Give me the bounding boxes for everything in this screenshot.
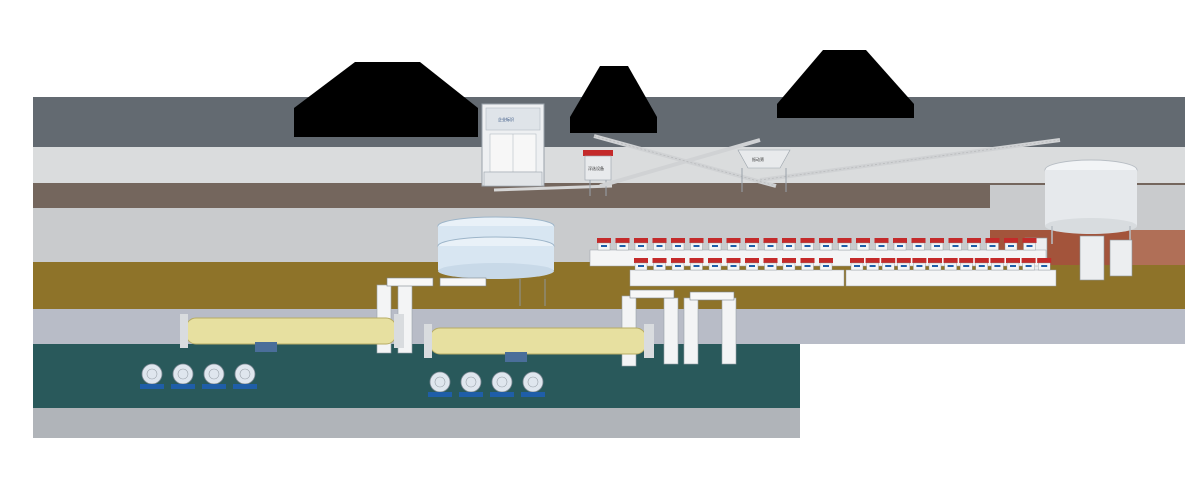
flotation-cell — [911, 238, 926, 251]
flotation-cell — [634, 258, 648, 271]
flotation-cell — [893, 238, 907, 251]
flotation-cell — [967, 238, 981, 251]
flotation-cell — [708, 238, 722, 251]
flotation-cell — [881, 258, 896, 271]
flotation-cell — [1004, 238, 1018, 251]
classifier-units — [140, 363, 545, 397]
flotation-cell — [856, 238, 870, 251]
flotation-cell — [874, 238, 889, 251]
flotation-cell — [634, 238, 648, 251]
flotation-cell — [1022, 238, 1037, 251]
classifier-unit — [140, 363, 164, 389]
flotation-cell — [726, 238, 741, 251]
classifier-unit — [171, 363, 195, 389]
flotation-cell — [763, 238, 778, 251]
band-right-panel — [800, 309, 1185, 344]
flotation-cell — [782, 238, 796, 251]
flotation-cell — [819, 238, 833, 251]
flotation-cell — [763, 258, 778, 271]
ore-pile-middle — [570, 66, 657, 133]
rust-zone-edge — [1130, 230, 1185, 265]
flotation-cell — [912, 258, 927, 271]
flotation-cell — [671, 258, 685, 271]
flotation-cell — [652, 238, 667, 251]
flotation-cell — [850, 258, 864, 271]
distribution-boxes — [386, 277, 735, 301]
flotation-cell — [800, 238, 815, 251]
flotation-cell — [930, 238, 944, 251]
flotation-cell — [800, 258, 815, 271]
flotation-cell — [948, 238, 963, 251]
classifier-unit — [428, 371, 452, 397]
ball-mill-2 — [424, 324, 654, 362]
thickener-tank — [437, 216, 555, 306]
flotation-cell — [708, 258, 722, 271]
flotation-cell — [652, 258, 667, 271]
band-bottom — [33, 408, 800, 438]
flotation-cell — [745, 258, 759, 271]
building-label: 企业标识 — [498, 116, 514, 122]
flotation-cell — [943, 258, 958, 271]
flotation-cell — [985, 238, 1000, 251]
flotation-cell — [597, 238, 611, 251]
conveyor-system — [593, 134, 1061, 188]
machine-label: 浮选设备 — [588, 165, 604, 171]
ball-mill-1 — [180, 314, 404, 352]
screen-label: 振动筛 — [752, 156, 764, 162]
flotation-cell — [689, 238, 704, 251]
flotation-cell — [837, 238, 852, 251]
flotation-cells-lower — [629, 258, 1057, 287]
flotation-cell — [959, 258, 974, 271]
classifier-unit — [521, 371, 545, 397]
classifier-unit — [233, 363, 257, 389]
flotation-cell — [671, 238, 685, 251]
conveyor-bottom — [493, 184, 613, 192]
flotation-cell — [1021, 258, 1036, 271]
classifier-unit — [490, 371, 514, 397]
flotation-cell — [726, 258, 741, 271]
ore-pile-right — [777, 50, 914, 118]
flotation-cell — [928, 258, 942, 271]
flotation-cell — [896, 258, 911, 271]
flotation-cell — [990, 258, 1005, 271]
flotation-cell — [782, 258, 796, 271]
flotation-cell — [974, 258, 989, 271]
flotation-cell — [819, 258, 833, 271]
flotation-cell — [1006, 258, 1020, 271]
flotation-cell — [689, 258, 704, 271]
flotation-cell — [865, 258, 880, 271]
crusher-building: 企业标识 — [481, 103, 545, 187]
ore-pile-left — [294, 62, 478, 137]
flotation-cell — [745, 238, 759, 251]
classifier-unit — [202, 363, 226, 389]
storage-silo — [1044, 159, 1138, 244]
flotation-cell — [615, 238, 630, 251]
band-white-right — [800, 344, 1200, 496]
classifier-unit — [459, 371, 483, 397]
flotation-cell — [1037, 258, 1052, 271]
vibrating-screen: 振动筛 — [737, 149, 791, 192]
